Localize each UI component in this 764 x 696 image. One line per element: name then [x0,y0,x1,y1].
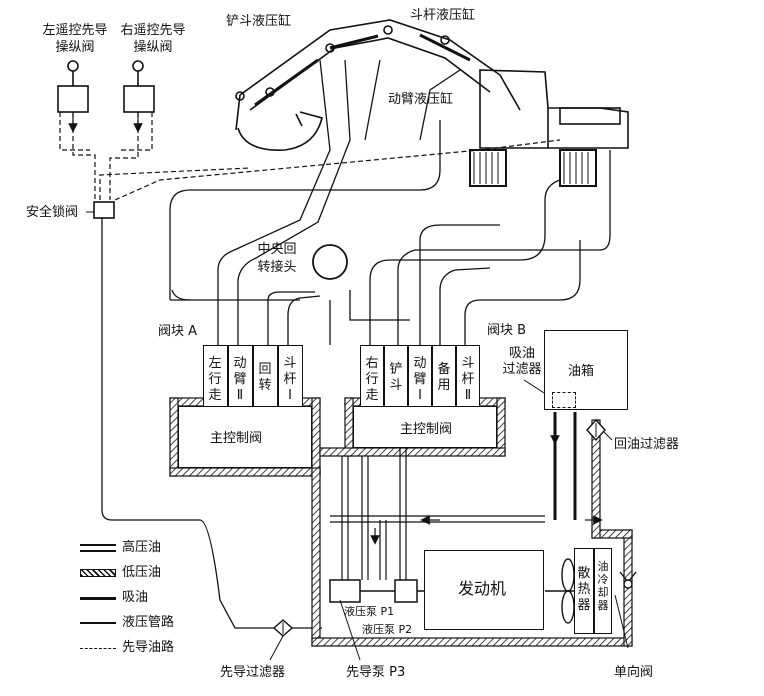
spool-a-1 [203,345,228,407]
pump-p1-label: 液压泵 P1 [344,605,395,618]
legend-label-low-pressure: 低压油 [122,565,162,580]
suction-filter-box [552,392,576,408]
spool-a-4 [278,345,303,407]
return-filter-symbol [586,418,606,442]
arm-cylinder-label: 斗杆液压缸 [410,8,476,23]
legend: 高压油 低压油 吸油 液压管路 先导油路 [80,540,210,660]
center-swivel-label-1: 中央回 [257,242,297,257]
pump-p2-label: 液压泵 P2 [362,623,413,636]
spool-a-3-label: 回转 [258,362,272,393]
legend-swatch-suction [80,596,116,600]
fan-symbol [545,558,580,624]
engine [424,550,544,630]
spool-a-3 [253,345,278,407]
main-control-valve-a [178,406,312,468]
return-filter-label: 回油过滤器 [614,437,680,452]
pump-symbols [329,579,424,603]
check-valve-label: 单向阀 [614,665,654,680]
legend-label-high-pressure: 高压油 [122,540,162,555]
spool-b-4-label: 备用 [437,362,451,393]
legend-item-pilot-line: 先导油路 [80,640,174,656]
legend-swatch-pilot-line [80,647,116,649]
legend-label-hydraulic-line: 液压管路 [122,615,175,630]
bucket-cylinder-label: 铲斗液压缸 [226,14,292,29]
spool-b-1-label: 右行走 [365,356,379,403]
legend-item-suction: 吸油 [80,590,148,606]
legend-label-suction: 吸油 [122,590,149,605]
left-pilot-valve-symbol [57,60,89,113]
right-pilot-valve-label-1: 右遥控先导 [120,23,186,38]
safety-lock-valve-symbol [93,201,115,219]
oil-tank [544,330,628,410]
center-swivel-symbol [312,244,348,280]
engine-label: 发动机 [458,579,507,598]
valve-block-b-label: 阀块 B [487,323,527,338]
legend-item-hydraulic-line: 液压管路 [80,615,174,631]
radiator [574,548,594,634]
spool-a-1-label: 左行走 [208,356,222,403]
spool-a-4-label: 斗杆Ⅰ [283,356,297,403]
legend-item-low-pressure: 低压油 [80,565,161,581]
center-swivel-label-2: 转接头 [257,260,297,275]
spool-b-2-label: 铲斗 [389,362,403,393]
legend-swatch-low-pressure [80,569,116,577]
spool-b-3-label: 动臂Ⅰ [413,356,427,403]
check-valve-symbol [619,571,637,589]
spool-b-2 [384,345,408,407]
valve-block-b [360,345,480,407]
oil-tank-label: 油箱 [568,364,595,379]
oil-cooler-label: 油冷却器 [597,560,609,612]
left-pilot-valve-label-1: 左遥控先导 [42,23,108,38]
radiator-label: 散热器 [577,566,591,613]
pilot-pump-label: 先导泵 P3 [346,665,406,680]
suction-filter-label-1: 吸油 [508,346,535,361]
right-pilot-valve-label-2: 操纵阀 [133,40,173,55]
spool-b-5 [456,345,480,407]
spool-b-1 [360,345,384,407]
spool-a-2 [228,345,253,407]
flow-arrows [68,112,603,545]
spool-a-2-label: 动臂Ⅱ [233,356,247,403]
boom-cylinder-label: 动臂液压缸 [388,92,454,107]
hydraulic-lines [101,59,611,629]
oil-cooler [594,548,612,634]
suction-filter-label-2: 过滤器 [502,362,542,377]
main-control-valve-b-label: 主控制阀 [400,422,453,437]
legend-swatch-high-pressure [80,544,116,552]
valve-block-a-label: 阀块 A [158,324,198,339]
legend-label-pilot-line: 先导油路 [122,640,175,655]
right-pilot-valve-symbol [123,60,155,113]
suction-lines [553,412,577,520]
spool-b-5-label: 斗杆Ⅱ [461,356,475,403]
main-control-valve-a-label: 主控制阀 [210,431,263,446]
excavator-outline [235,19,629,187]
spool-b-3 [408,345,432,407]
valve-block-a [203,345,303,407]
pilot-filter-label: 先导过滤器 [220,665,286,680]
left-pilot-valve-label-2: 操纵阀 [55,40,95,55]
legend-item-high-pressure: 高压油 [80,540,161,556]
legend-swatch-hydraulic-line [80,622,116,624]
pilot-filter-symbol [272,619,294,637]
spool-b-4 [432,345,456,407]
safety-lock-valve-label: 安全锁阀 [26,205,79,220]
